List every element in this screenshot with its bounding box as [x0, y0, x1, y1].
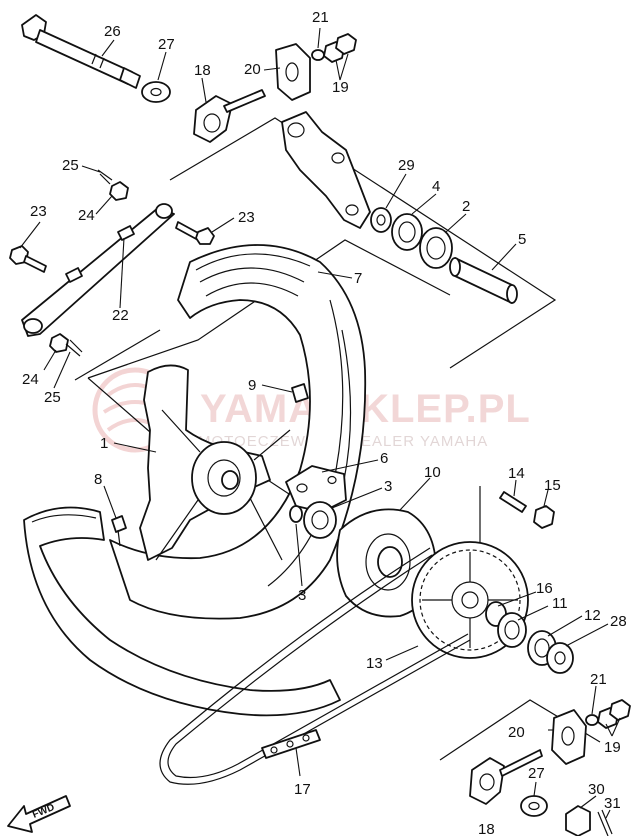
caliper-bracket — [281, 111, 371, 229]
part-30-axle-nut — [565, 805, 591, 836]
callout-3-upper: 3 — [384, 478, 392, 495]
callout-24-top: 24 — [78, 207, 95, 224]
part-4-oil-seal — [391, 213, 423, 251]
part-3-bearing-lower — [289, 505, 303, 523]
callout-25-top: 25 — [62, 157, 79, 174]
callout-30: 30 — [588, 781, 605, 798]
part-24-nut-bottom — [49, 333, 69, 353]
part-25-cotter-pin-top — [97, 169, 113, 185]
part-20-puller-block-top — [275, 43, 311, 101]
part-14-stud — [499, 491, 527, 513]
callout-20-bottom: 20 — [508, 724, 525, 741]
callout-27-bottom: 27 — [528, 765, 545, 782]
callout-27-top: 27 — [158, 36, 175, 53]
callout-9: 9 — [248, 377, 256, 394]
part-21-19-washer-nut-bottom — [585, 699, 631, 729]
callout-2: 2 — [462, 198, 470, 215]
part-3-bearing-upper — [303, 501, 337, 539]
callout-29: 29 — [398, 157, 415, 174]
part-21-19-washer-nut-top — [311, 33, 357, 63]
callout-19-top: 19 — [332, 79, 349, 96]
callout-26: 26 — [104, 23, 121, 40]
callout-4: 4 — [432, 178, 440, 195]
part-24-nut-top — [109, 181, 129, 201]
fwd-arrow-icon: FWD — [7, 795, 71, 833]
callout-18-top: 18 — [194, 62, 211, 79]
tire-section-lower — [23, 506, 341, 717]
part-5-spacer — [449, 257, 518, 304]
callout-25-bottom: 25 — [44, 389, 61, 406]
part-27-collar-top — [141, 81, 171, 103]
callout-8: 8 — [94, 471, 102, 488]
part-17-drive-chain — [159, 547, 471, 785]
part-1-wheel-hub — [139, 364, 291, 561]
part-9-balance-weight — [291, 383, 309, 403]
callout-16: 16 — [536, 580, 553, 597]
part-15-nut — [533, 505, 555, 529]
callout-21-top: 21 — [312, 9, 329, 26]
part-11-bearing — [497, 612, 527, 648]
callout-6: 6 — [380, 450, 388, 467]
callout-24-bottom: 24 — [22, 371, 39, 388]
callout-14: 14 — [508, 465, 525, 482]
callout-28: 28 — [610, 613, 627, 630]
callout-1: 1 — [100, 435, 108, 452]
callout-15: 15 — [544, 477, 561, 494]
part-2-bearing — [419, 227, 453, 269]
callout-31: 31 — [604, 795, 621, 812]
callout-10: 10 — [424, 464, 441, 481]
callout-22: 22 — [112, 307, 129, 324]
part-25-cotter-pin-bottom — [65, 339, 83, 357]
callout-labels: 26 27 18 20 21 19 25 24 23 23 29 4 2 5 7… — [22, 9, 627, 836]
part-27-collar-bottom — [520, 795, 548, 817]
callout-7: 7 — [354, 270, 362, 287]
callout-19-bottom: 19 — [604, 739, 621, 756]
callout-5: 5 — [518, 231, 526, 248]
part-31-cotter-pin — [597, 809, 613, 836]
part-26-rear-axle — [21, 14, 141, 89]
part-8-valve — [111, 515, 127, 547]
part-20-puller-block-bottom — [551, 709, 587, 765]
part-7-rear-tire — [109, 244, 367, 620]
callout-3-lower: 3 — [298, 587, 306, 604]
part-29-collar — [370, 207, 392, 233]
callout-21-bottom: 21 — [590, 671, 607, 688]
part-18-chain-puller-bottom — [469, 749, 543, 805]
part-22-torque-arm — [21, 203, 175, 337]
part-23-bolt-right — [175, 221, 215, 245]
part-18-chain-puller-top — [193, 89, 266, 143]
callout-17: 17 — [294, 781, 311, 798]
callout-12: 12 — [584, 607, 601, 624]
callout-20-top: 20 — [244, 61, 261, 78]
callout-11: 11 — [552, 595, 568, 612]
callout-23-right: 23 — [238, 209, 255, 226]
leader-lines — [19, 27, 621, 819]
callout-13: 13 — [366, 655, 383, 672]
part-28-collar — [546, 642, 574, 674]
part-23-bolt-left — [9, 245, 47, 273]
callout-23-left: 23 — [30, 203, 47, 220]
callout-18-bottom: 18 — [478, 821, 495, 836]
